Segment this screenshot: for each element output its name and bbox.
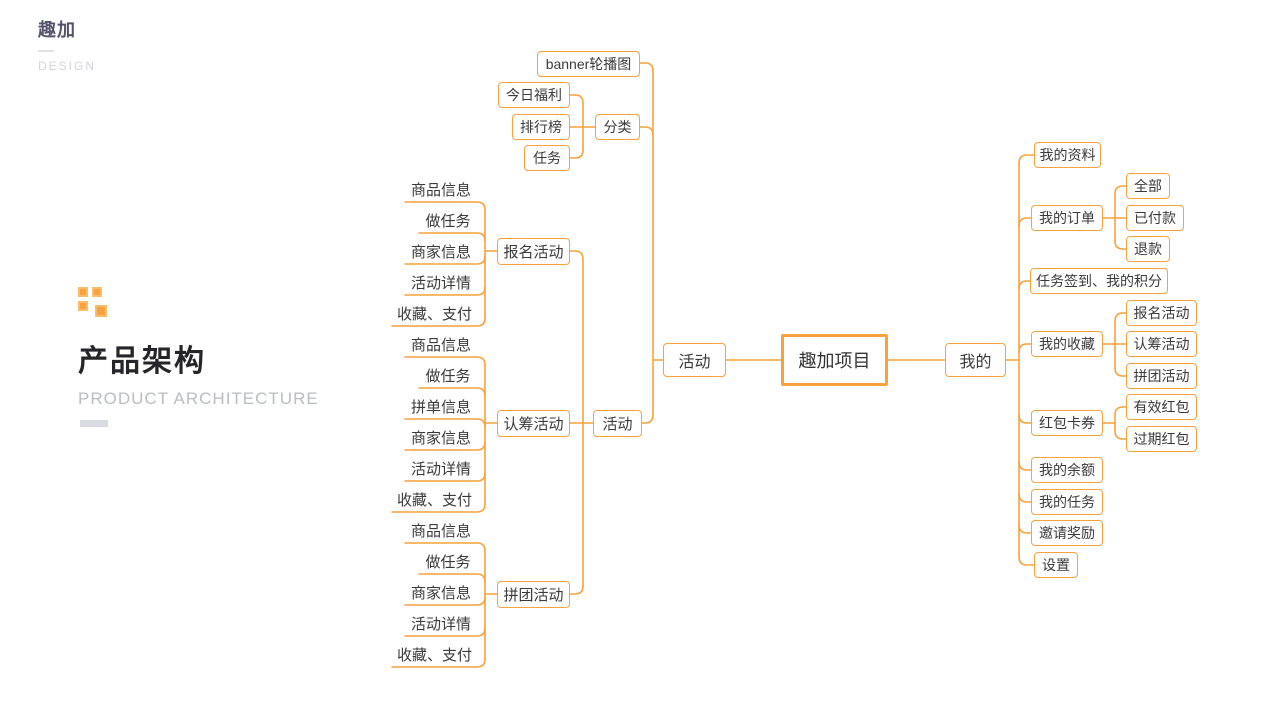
coupons-bracket	[1102, 406, 1127, 440]
node-banner-carousel: banner轮播图	[537, 51, 640, 77]
pixel-square	[78, 287, 88, 297]
leaf-activity-detail: 活动详情	[410, 616, 471, 633]
leaf-do-task: 做任务	[425, 554, 471, 571]
brand-block: 趣加 DESIGN	[38, 16, 96, 73]
node-my-favorites: 我的收藏	[1031, 331, 1103, 357]
leaf-do-task: 做任务	[425, 213, 471, 230]
node-today-benefit: 今日福利	[498, 82, 570, 108]
leaf-favorite-pay: 收藏、支付	[396, 647, 472, 664]
leaf-merchant-info: 商家信息	[410, 585, 471, 602]
node-my-balance: 我的余额	[1031, 457, 1103, 483]
leaf-favorite-pay: 收藏、支付	[396, 306, 472, 323]
node-signin-points: 任务签到、我的积分	[1030, 268, 1168, 294]
node-signup-activity: 报名活动	[497, 238, 570, 265]
brand-logo: 趣加	[38, 20, 76, 40]
pixel-squares-icon	[78, 287, 112, 321]
page-heading: 产品架构 PRODUCT ARCHITECTURE	[78, 336, 319, 409]
leaf-order-share-info: 拼单信息	[410, 399, 471, 416]
pixel-square	[95, 305, 107, 317]
leaf-favorite-pay: 收藏、支付	[396, 492, 472, 509]
node-orders-refund: 退款	[1126, 236, 1170, 262]
orders-bracket	[1102, 185, 1127, 250]
node-my-profile: 我的资料	[1034, 142, 1101, 168]
favorites-bracket	[1102, 312, 1127, 377]
node-my-orders: 我的订单	[1031, 205, 1103, 231]
category-bracket	[569, 94, 596, 159]
node-orders-all: 全部	[1126, 173, 1170, 199]
pixel-square	[92, 287, 102, 297]
leaf-product-info: 商品信息	[410, 337, 471, 354]
leaf-merchant-info: 商家信息	[410, 430, 471, 447]
node-invite-reward: 邀请奖励	[1031, 520, 1103, 546]
leaf-product-info: 商品信息	[410, 182, 471, 199]
node-crowd-activity: 认筹活动	[497, 410, 570, 437]
brand-divider	[38, 50, 54, 52]
node-orders-paid: 已付款	[1126, 205, 1184, 231]
node-coupons: 红包卡券	[1031, 410, 1103, 436]
node-group-activity: 拼团活动	[497, 581, 570, 608]
node-fav-group: 拼团活动	[1126, 363, 1197, 389]
leaf-activity-detail: 活动详情	[410, 461, 471, 478]
node-task: 任务	[524, 145, 570, 171]
activity-trunk	[639, 62, 664, 424]
mine-trunk	[1005, 154, 1035, 566]
pixel-square	[78, 301, 88, 311]
brand-subtitle: DESIGN	[38, 59, 97, 73]
page-title: 产品架构	[78, 345, 206, 378]
node-expired-redpacket: 过期红包	[1126, 426, 1197, 452]
node-category: 分类	[595, 114, 640, 140]
node-valid-redpacket: 有效红包	[1126, 394, 1197, 420]
node-settings: 设置	[1034, 552, 1078, 578]
sub-activity-bracket	[569, 250, 594, 595]
node-root-project: 趣加项目	[781, 334, 888, 386]
leaf-merchant-info: 商家信息	[410, 244, 471, 261]
node-activity-sub: 活动	[593, 410, 642, 437]
node-activity-branch: 活动	[663, 343, 726, 377]
page-subtitle: PRODUCT ARCHITECTURE	[78, 389, 319, 408]
leaf-do-task: 做任务	[425, 368, 471, 385]
node-mine-branch: 我的	[945, 343, 1006, 377]
node-my-tasks: 我的任务	[1031, 489, 1103, 515]
node-fav-crowd: 认筹活动	[1126, 331, 1197, 357]
leaf-product-info: 商品信息	[410, 523, 471, 540]
node-ranking: 排行榜	[512, 114, 570, 140]
leaf-activity-detail: 活动详情	[410, 275, 471, 292]
node-fav-signup: 报名活动	[1126, 300, 1197, 326]
heading-accent-bar	[80, 420, 108, 427]
